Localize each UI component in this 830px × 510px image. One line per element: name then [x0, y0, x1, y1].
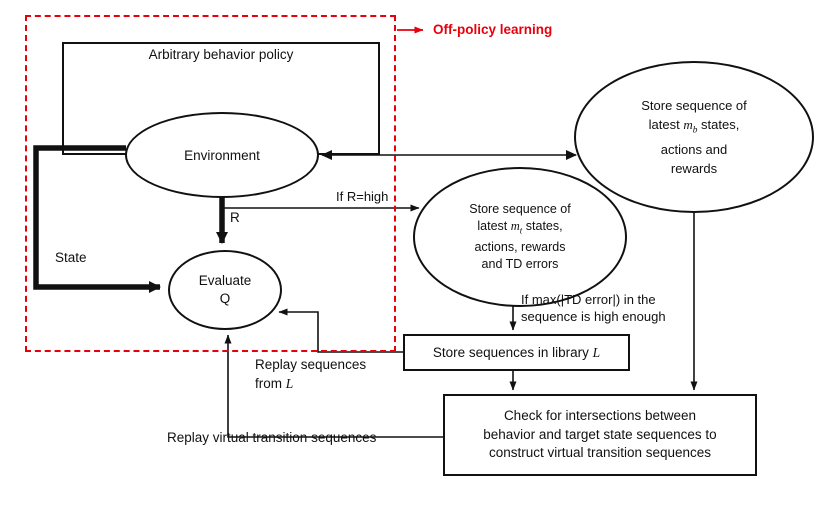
- behavior-sequence-store-node: Store sequence of latest mb states, acti…: [574, 61, 814, 213]
- library-box-label: Store sequences in library L: [432, 344, 601, 360]
- reward-label: R: [230, 210, 240, 225]
- math-sub-t: t: [519, 225, 523, 236]
- state-arrow: [33, 145, 161, 293]
- target-sequence-store-node: Store sequence of latest mt states, acti…: [413, 167, 627, 307]
- env-store-arrowhead-left: [321, 150, 332, 160]
- check-box-line2: behavior and target state sequences to: [483, 426, 717, 442]
- if-r-high-label: If R=high: [336, 189, 389, 204]
- state-label: State: [55, 250, 87, 265]
- env-store-arrowhead-right: [566, 150, 577, 160]
- target-store-line2: latest mt states,: [477, 218, 563, 236]
- behavior-store-line1: Store sequence of: [641, 97, 747, 113]
- math-var-m: m: [683, 116, 693, 132]
- target-store-line4: and TD errors: [481, 257, 559, 272]
- library-box: Store sequences in library L: [403, 334, 630, 371]
- check-intersections-box: Check for intersections between behavior…: [443, 394, 757, 476]
- behavior-store-line4: rewards: [670, 161, 718, 177]
- replay-sequences-arrow: [278, 308, 403, 353]
- math-var-L: L: [592, 344, 601, 360]
- evaluate-q-node: Evaluate Q: [168, 250, 282, 330]
- math-sub-b: b: [692, 125, 698, 136]
- behavior-policy-label: Arbitrary behavior policy: [148, 47, 294, 62]
- td-condition-label: If max(|TD error|) in the sequence is hi…: [521, 292, 666, 324]
- replay-virtual-label: Replay virtual transition sequences: [167, 430, 377, 445]
- off-policy-learning-label: Off-policy learning: [433, 22, 553, 37]
- evaluate-q-label-line2: Q: [219, 291, 231, 306]
- check-box-line3: construct virtual transition sequences: [488, 445, 712, 461]
- replay-virtual-arrow: [224, 334, 443, 438]
- math-var-m: m: [510, 218, 520, 233]
- environment-node: Environment: [125, 112, 319, 198]
- behavior-store-line2: latest mb states,: [648, 116, 740, 136]
- behavior-store-line3: actions and: [660, 142, 728, 158]
- target-store-line1: Store sequence of: [469, 201, 571, 216]
- evaluate-q-label-line1: Evaluate: [198, 273, 252, 288]
- environment-label: Environment: [184, 147, 260, 163]
- check-box-line1: Check for intersections between: [503, 408, 697, 424]
- replay-sequences-label: Replay sequences from L: [255, 357, 367, 391]
- target-store-line3: actions, rewards: [474, 240, 566, 255]
- math-var-L: L: [285, 376, 294, 391]
